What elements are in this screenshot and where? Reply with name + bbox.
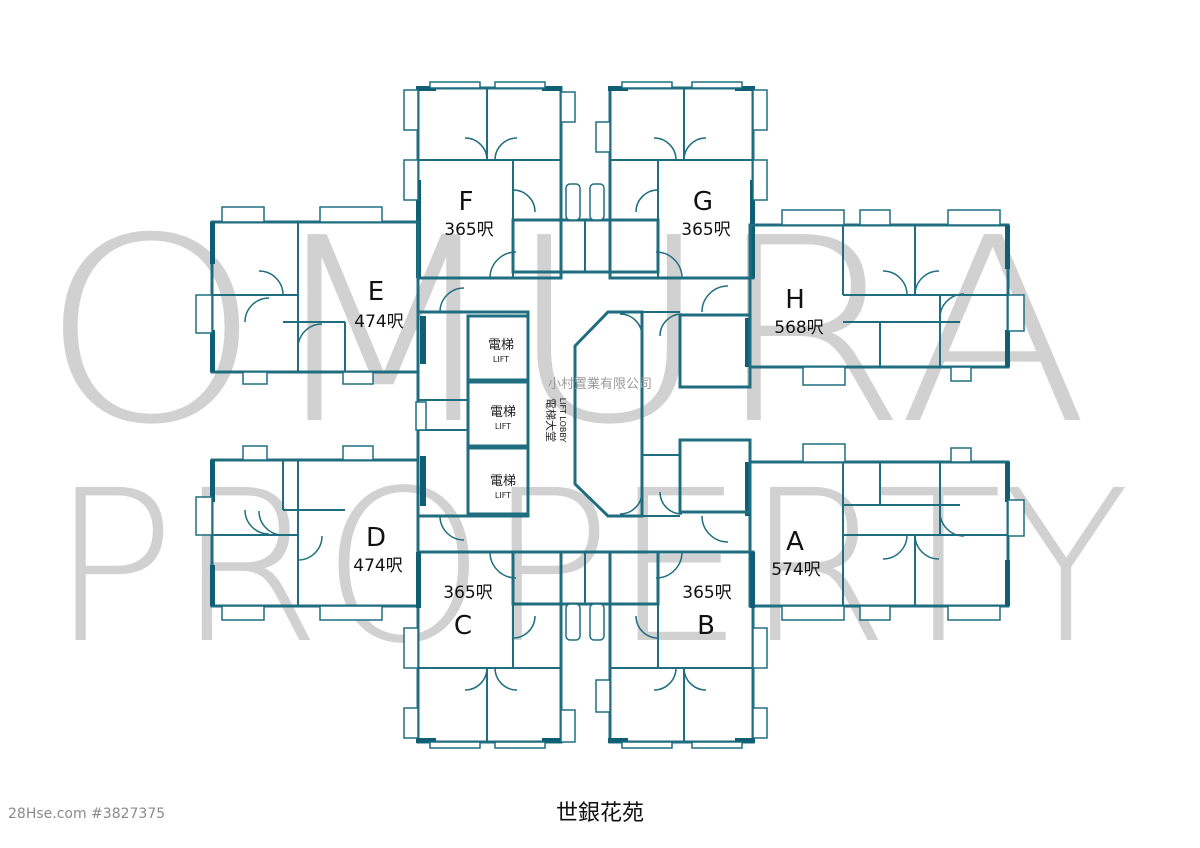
lift-core — [415, 287, 530, 541]
unit-g-area: 365呎 — [681, 220, 730, 240]
unit-a-plan — [678, 438, 1025, 621]
top-service-core — [489, 183, 683, 279]
estate-name: 世銀花苑 — [555, 801, 644, 826]
unit-f-area: 365呎 — [444, 220, 493, 240]
listing-id: 28Hse.com #3827375 — [8, 806, 166, 822]
unit-b-plan — [595, 550, 768, 749]
lift-3-label: 電梯 — [490, 474, 516, 489]
unit-b-area: 365呎 — [682, 583, 731, 603]
lift-3-label-en: LIFT — [495, 491, 511, 500]
lift-1-label: 電梯 — [488, 338, 514, 353]
watermark-line2: PROPERTY — [50, 445, 1130, 690]
unit-d-letter: D — [366, 523, 386, 553]
lift-2-label: 電梯 — [490, 405, 516, 420]
unit-c-letter: C — [454, 611, 472, 641]
lift-lobby-label-en: LIFT LOBBY — [558, 398, 567, 443]
unit-e-plan — [195, 206, 420, 385]
lift-1-label-en: LIFT — [493, 355, 509, 364]
unit-e-letter: E — [368, 277, 384, 307]
lift-lobby-label: 電梯大堂 — [544, 398, 558, 442]
right-core — [573, 310, 683, 518]
unit-f-letter: F — [459, 187, 474, 217]
unit-g-letter: G — [693, 187, 713, 217]
company-watermark: 小村置業有限公司 — [548, 376, 652, 392]
unit-c-area: 365呎 — [443, 583, 492, 603]
unit-b-letter: B — [697, 611, 715, 641]
unit-h-letter: H — [785, 285, 805, 315]
unit-d-area: 474呎 — [353, 556, 402, 576]
unit-e-area: 474呎 — [354, 312, 403, 332]
lift-2-label-en: LIFT — [495, 422, 511, 431]
unit-d-plan — [195, 445, 420, 621]
unit-c-plan — [403, 550, 576, 749]
unit-a-area: 574呎 — [771, 560, 820, 580]
unit-h-plan — [678, 209, 1025, 389]
unit-h-area: 568呎 — [774, 318, 823, 338]
unit-a-letter: A — [786, 527, 804, 557]
